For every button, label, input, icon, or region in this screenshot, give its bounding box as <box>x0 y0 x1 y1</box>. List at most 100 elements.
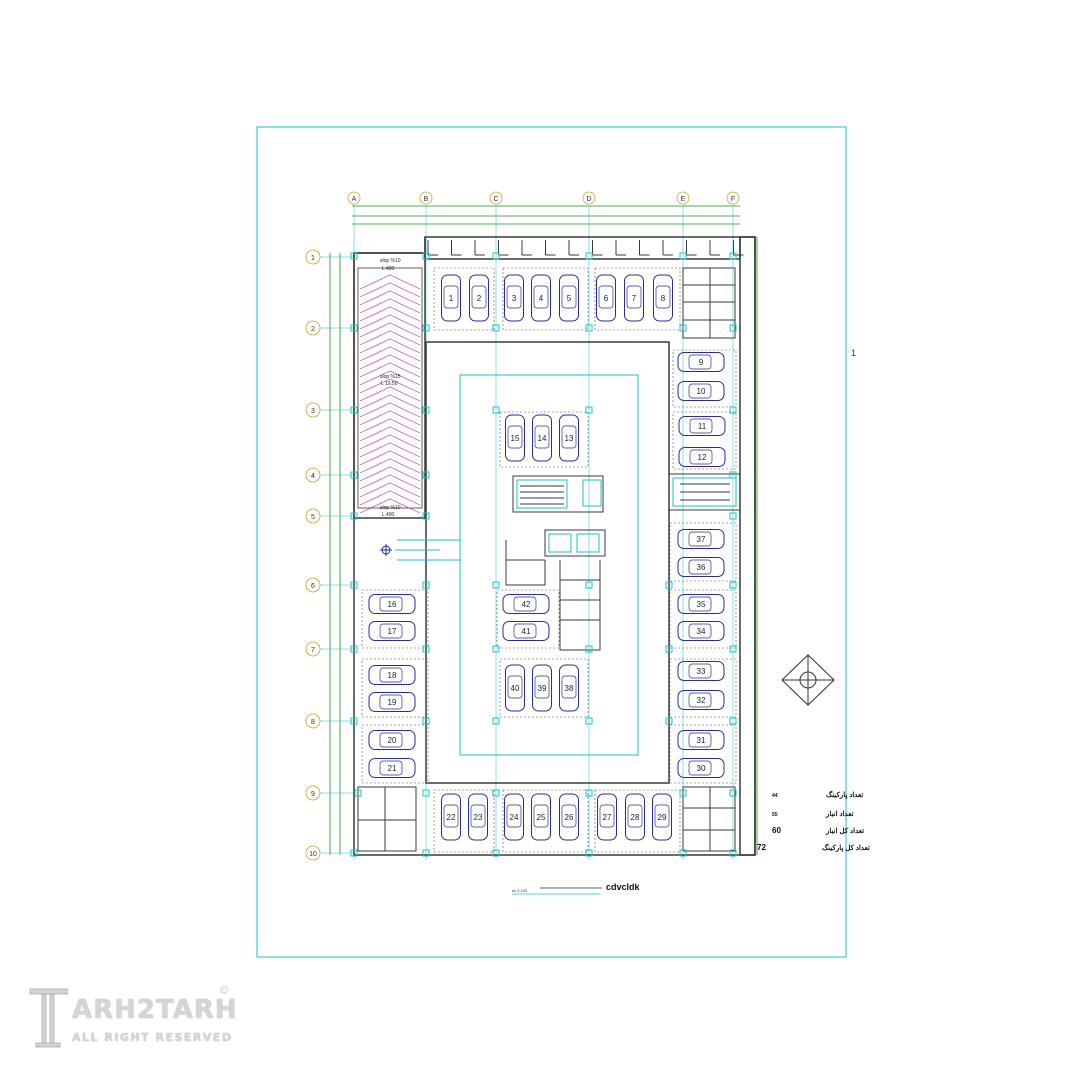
parking-space-21: 21 <box>368 758 416 778</box>
column <box>350 252 358 260</box>
legend-label-1: تعداد پارکینگ <box>826 790 863 800</box>
parking-number: 6 <box>604 294 609 303</box>
column <box>729 471 737 479</box>
parking-space-41: 41 <box>502 621 550 641</box>
parking-number: 17 <box>388 627 397 636</box>
sheet-border <box>256 126 847 958</box>
parking-space-13: 13 <box>559 414 579 462</box>
parking-space-33: 33 <box>677 661 725 681</box>
column <box>492 252 500 260</box>
column <box>422 512 430 520</box>
column <box>350 512 358 520</box>
svg-text:E: E <box>681 196 686 203</box>
column <box>422 581 430 589</box>
column <box>729 581 737 589</box>
side-stair <box>668 473 741 511</box>
parking-space-4: 4 <box>531 274 551 322</box>
parking-number: 13 <box>565 434 574 443</box>
column <box>350 581 358 589</box>
column <box>354 789 362 797</box>
legend-label-4: تعداد کل پارکینگ <box>822 843 870 853</box>
parking-space-17: 17 <box>368 621 416 641</box>
parking-number: 30 <box>697 764 706 773</box>
parking-space-15: 15 <box>505 414 525 462</box>
watermark-logo: ARH2TARH ALL RIGHT RESERVED © <box>28 985 238 1055</box>
parking-space-23: 23 <box>468 793 488 841</box>
north-arrow-icon <box>781 654 835 706</box>
parking-space-12: 12 <box>678 447 726 467</box>
drawing-scale: sc:1:100 <box>512 888 528 893</box>
grid-bubble-col-D: D <box>582 191 596 205</box>
driving-aisle <box>395 374 639 756</box>
column <box>679 324 687 332</box>
title-block: cdvcldk sc:1:100 <box>512 882 641 895</box>
central-core <box>505 475 606 651</box>
parking-number: 31 <box>697 736 706 745</box>
column <box>585 581 593 589</box>
grid-bubble-row-2: 2 <box>305 320 321 336</box>
column <box>729 717 737 725</box>
column <box>585 645 593 653</box>
legend-value-3: 60 <box>772 826 781 835</box>
parking-number: 34 <box>697 627 706 636</box>
parking-space-24: 24 <box>504 793 524 841</box>
parking-space-26: 26 <box>559 793 579 841</box>
column <box>492 406 500 414</box>
parking-space-28: 28 <box>625 793 645 841</box>
parking-space-10: 10 <box>677 381 725 401</box>
parking-number: 21 <box>388 764 397 773</box>
parking-bays <box>361 267 737 853</box>
column <box>585 789 593 797</box>
parking-space-29: 29 <box>652 793 672 841</box>
parking-number: 12 <box>698 453 707 462</box>
parking-number: 29 <box>658 813 667 822</box>
ramp-top-length: L 400 <box>382 266 395 272</box>
parking-space-39: 39 <box>532 664 552 712</box>
parking-space-8: 8 <box>653 274 673 322</box>
parking-space-3: 3 <box>504 274 524 322</box>
parking-number: 8 <box>661 294 666 303</box>
parking-space-42: 42 <box>502 594 550 614</box>
parking-space-7: 7 <box>624 274 644 322</box>
grid-bubble-row-10: 10 <box>305 845 321 861</box>
parking-number: 27 <box>603 813 612 822</box>
parking-number: 39 <box>538 684 547 693</box>
grid-bubble-col-E: E <box>676 191 690 205</box>
grid-bubble-col-F: F <box>726 191 740 205</box>
parking-number: 26 <box>565 813 574 822</box>
column <box>585 324 593 332</box>
svg-text:10: 10 <box>309 851 317 858</box>
column <box>350 645 358 653</box>
grid-bubble-row-9: 9 <box>305 785 321 801</box>
grid-lines <box>353 205 734 860</box>
column <box>679 789 687 797</box>
parking-number: 11 <box>698 422 707 431</box>
column <box>422 324 430 332</box>
legend-value-1: 44 <box>772 793 778 799</box>
ramp-mid-length: L 19.50 <box>381 381 398 387</box>
parking-space-27: 27 <box>597 793 617 841</box>
svg-text:B: B <box>424 196 429 203</box>
parking-space-20: 20 <box>368 730 416 750</box>
column <box>585 717 593 725</box>
parking-number: 18 <box>388 671 397 680</box>
grid-bubble-row-8: 8 <box>305 713 321 729</box>
structural-columns <box>350 252 737 857</box>
parking-space-31: 31 <box>677 730 725 750</box>
parking-space-37: 37 <box>677 529 725 549</box>
watermark-tagline: ALL RIGHT RESERVED <box>72 1031 233 1044</box>
column <box>665 645 673 653</box>
svg-text:2: 2 <box>311 326 315 333</box>
parking-number: 1 <box>449 294 454 303</box>
parking-space-38: 38 <box>559 664 579 712</box>
parking-number: 38 <box>565 684 574 693</box>
column <box>729 324 737 332</box>
svg-text:8: 8 <box>311 719 315 726</box>
parking-space-30: 30 <box>677 758 725 778</box>
parking-space-25: 25 <box>531 793 551 841</box>
watermark-brand: ARH2TARH <box>72 995 238 1025</box>
grid-bubble-row-6: 6 <box>305 577 321 593</box>
svg-text:9: 9 <box>311 791 315 798</box>
svg-text:4: 4 <box>311 473 315 480</box>
